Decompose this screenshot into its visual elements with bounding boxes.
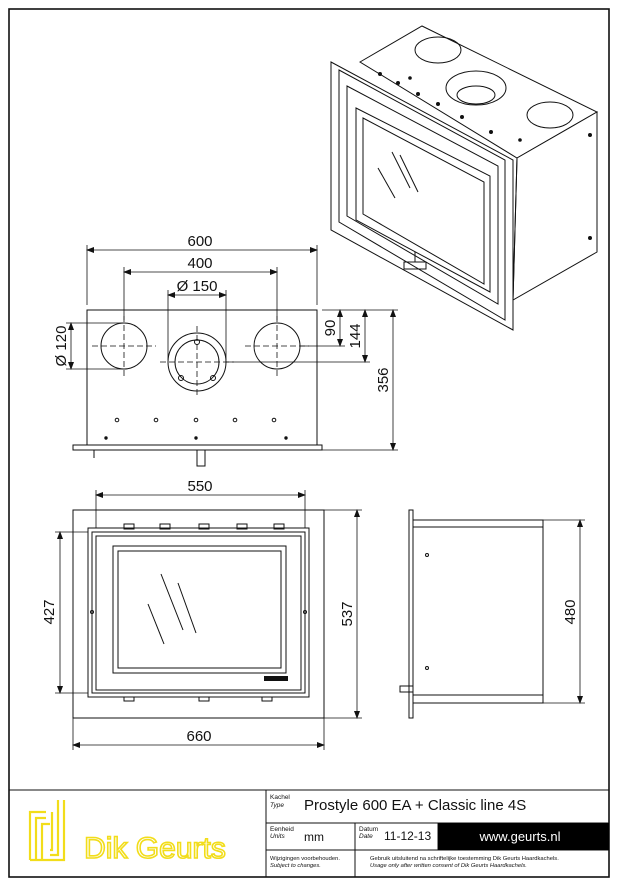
- dim-top-offset-90: 90: [322, 320, 339, 337]
- sheet-border: [8, 8, 610, 878]
- copyright-note-en: Usage only after written consent of Dik …: [370, 863, 527, 869]
- dim-top-depth: 356: [375, 367, 392, 392]
- dim-top-hole: Ø 120: [53, 326, 70, 367]
- type-value: Prostyle 600 EA + Classic line 4S: [304, 797, 526, 814]
- units-label: Eenheid: [270, 826, 294, 833]
- dim-front-inner-width: 550: [187, 478, 212, 495]
- dim-front-outer-height: 537: [339, 601, 356, 626]
- dim-top-offset-144: 144: [347, 323, 364, 348]
- top-view: [72, 309, 323, 467]
- changes-note-nl: Wijzigingen voorbehouden.: [270, 856, 340, 862]
- units-label-en: Units: [270, 833, 286, 840]
- date-value: 11-12-13: [384, 829, 431, 843]
- dim-top-flue: Ø 150: [177, 278, 218, 295]
- side-view-dimensions: [543, 519, 585, 704]
- front-view-dimensions: [55, 490, 362, 750]
- type-label: Kachel: [270, 794, 290, 801]
- date-label: Datum: [359, 826, 378, 833]
- type-label-en: Type: [270, 802, 284, 809]
- dim-front-outer-width: 660: [186, 728, 211, 745]
- date-label-en: Date: [359, 833, 373, 840]
- dim-front-inner-height: 427: [41, 599, 58, 624]
- dik-geurts-logo-icon: [28, 800, 66, 862]
- copyright-note-nl: Gebruik uitsluitend na schriftelijke toe…: [370, 856, 559, 862]
- units-value: mm: [304, 830, 324, 844]
- brand-name: Dik Geurts: [84, 832, 226, 865]
- changes-note-en: Subject to changes.: [270, 863, 321, 869]
- dim-top-width: 600: [187, 233, 212, 250]
- website-banner: [438, 823, 609, 850]
- isometric-view: [330, 25, 599, 331]
- dim-side-height: 480: [562, 599, 579, 624]
- side-view: [399, 509, 544, 719]
- top-view-dimensions: [66, 245, 398, 451]
- front-view: [72, 509, 325, 719]
- website-link[interactable]: www.geurts.nl: [479, 829, 561, 844]
- dim-top-spacing: 400: [187, 255, 212, 272]
- top-view-centerlines: [92, 316, 309, 398]
